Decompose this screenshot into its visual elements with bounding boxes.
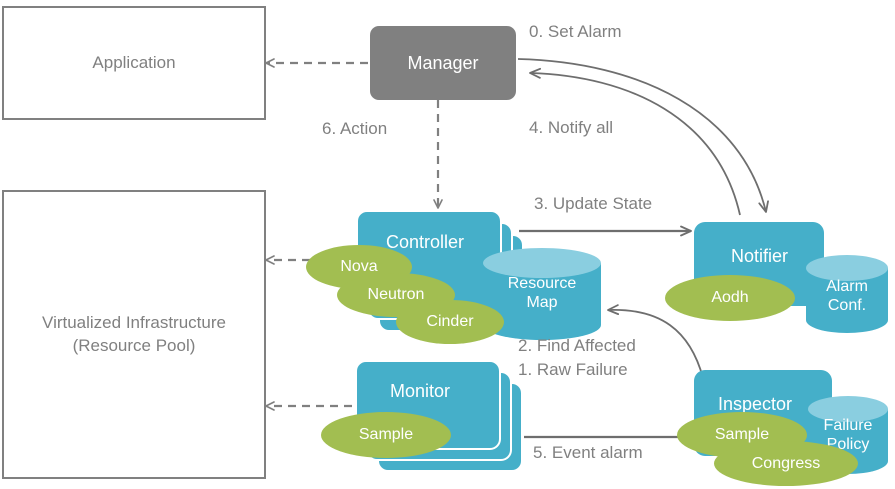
aodh-ellipse[interactable]: Aodh: [665, 275, 795, 321]
cylinder-top: [806, 255, 888, 281]
alarm-conf-cylinder[interactable]: Alarm Conf.: [806, 255, 888, 333]
monitor-sample-label: Sample: [358, 426, 414, 443]
cinder-label: Cinder: [426, 313, 474, 330]
flow-label-set-alarm: 0. Set Alarm: [529, 22, 622, 41]
flow-label-action: 6. Action: [322, 119, 388, 138]
cylinder-top: [808, 396, 888, 422]
infrastructure-label-line1: Virtualized Infrastructure: [42, 312, 226, 332]
flow-label-update-state: 2. Find Affected: [518, 336, 636, 355]
flow-label-notify-all: 3. Update State: [534, 194, 653, 213]
congress-label: Congress: [751, 454, 821, 472]
infrastructure-label-line2: (Resource Pool): [72, 335, 196, 355]
congress-ellipse[interactable]: Congress: [714, 441, 858, 486]
manager-label: Manager: [407, 52, 479, 73]
connector-event-alarm: [529, 67, 741, 216]
nova-label: Nova: [340, 258, 378, 275]
resource-map-label-line2: Map: [526, 294, 558, 312]
alarm-conf-label-line1: Alarm: [826, 278, 868, 295]
aodh-label: Aodh: [711, 289, 749, 306]
application-label: Application: [92, 52, 176, 72]
flow-label-raw-failure: 5. Event alarm: [533, 443, 643, 462]
inspector-label: Inspector: [718, 394, 793, 414]
flow-label-event-alarm: 4. Notify all: [529, 118, 614, 137]
controller-label: Controller: [386, 232, 465, 252]
cinder-ellipse[interactable]: Cinder: [396, 300, 504, 344]
monitor-label: Monitor: [390, 381, 451, 401]
connector-update-state: [607, 304, 704, 379]
inspector-sample-label: Sample: [714, 426, 770, 443]
resource-map-label-line1: Resource: [507, 275, 577, 292]
application-box[interactable]: Application: [2, 6, 266, 120]
neutron-label: Neutron: [367, 286, 425, 303]
cylinder-top: [483, 248, 601, 278]
alarm-conf-label-line2: Conf.: [827, 297, 867, 315]
flow-label-find-affected: 1. Raw Failure: [518, 360, 628, 379]
failure-policy-label-line1: Failure: [823, 417, 873, 434]
manager-box[interactable]: Manager: [370, 26, 516, 100]
connector-set-alarm: [517, 58, 769, 213]
infrastructure-box[interactable]: Virtualized Infrastructure (Resource Poo…: [2, 190, 266, 479]
notifier-label: Notifier: [731, 246, 789, 266]
monitor-sample-ellipse[interactable]: Sample: [321, 412, 451, 458]
